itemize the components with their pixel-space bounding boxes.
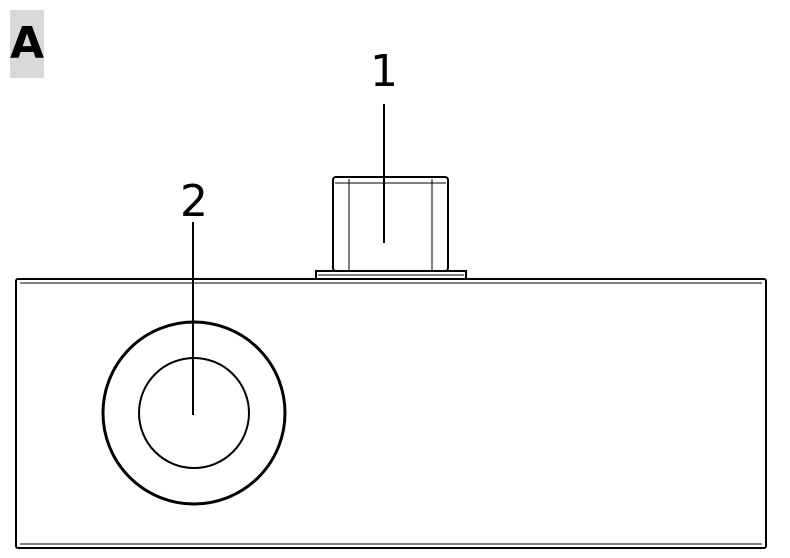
callout-2-label: 2 <box>180 176 208 227</box>
panel-label-text: A <box>9 18 45 69</box>
leader-lines <box>192 104 385 415</box>
main-body <box>15 278 767 549</box>
top-fitting <box>315 176 467 280</box>
panel-label: A <box>10 10 44 78</box>
callout-1-label: 1 <box>370 46 398 97</box>
